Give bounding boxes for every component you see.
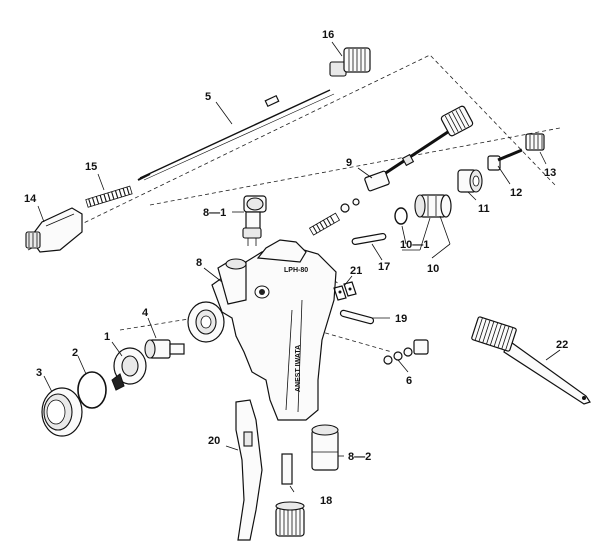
label-10: 10 [427,263,439,275]
part-22-brush [471,316,591,405]
part-15-spring [85,185,133,208]
label-19: 19 [395,313,407,325]
label-21: 21 [350,265,362,277]
part-13-knob [525,133,545,151]
label-9: 9 [346,157,352,169]
label-8-2: 8—2 [348,451,371,463]
label-2: 2 [72,347,78,359]
label-4: 4 [142,307,149,319]
label-12: 12 [510,187,522,199]
label-22: 22 [556,339,568,351]
label-8: 8 [196,257,202,269]
body-brand-text: ANEST IWATA [295,345,302,392]
part-labels: 16 5 15 14 9 8—1 8 10—1 10 17 11 12 13 2… [24,29,568,507]
part-8-2-fitting [311,424,339,471]
part-14-needle-assembly [25,207,83,253]
label-11: 11 [478,203,490,215]
label-14: 14 [24,193,37,205]
part-10-1-oring [394,207,408,225]
label-1: 1 [104,331,110,343]
part-9-adjust-knob [308,105,474,236]
label-17: 17 [378,261,390,273]
part-8-1-connector [242,195,267,246]
label-18: 18 [320,495,332,507]
label-5: 5 [205,91,211,103]
label-15: 15 [85,161,97,173]
part-5-needle [137,89,335,181]
gun-body: LPH-80 ANEST IWATA [187,239,337,421]
part-2-oring [77,371,107,409]
part-20-trigger [235,399,263,541]
part-21-bracket [333,281,357,301]
part-11-cap [457,169,483,193]
label-6: 6 [406,375,412,387]
part-3-retaining-ring [41,387,83,437]
part-17-pin [351,232,387,246]
part-1-air-cap [111,347,147,391]
part-10-valve [414,194,452,218]
part-12-rod [487,148,523,171]
part-18-air-valve [275,453,305,537]
leader-lines [37,41,561,493]
label-8-1: 8—1 [203,207,226,219]
label-3: 3 [36,367,42,379]
label-16: 16 [322,29,334,41]
part-19-pin [339,309,375,325]
body-model-text: LPH-80 [284,267,308,274]
label-10-1: 10—1 [400,239,429,251]
part-6-fittings [383,339,429,365]
part-16-needle-knob [329,47,371,77]
part-4-nozzle [144,339,185,359]
label-20: 20 [208,435,220,447]
label-13: 13 [544,167,556,179]
